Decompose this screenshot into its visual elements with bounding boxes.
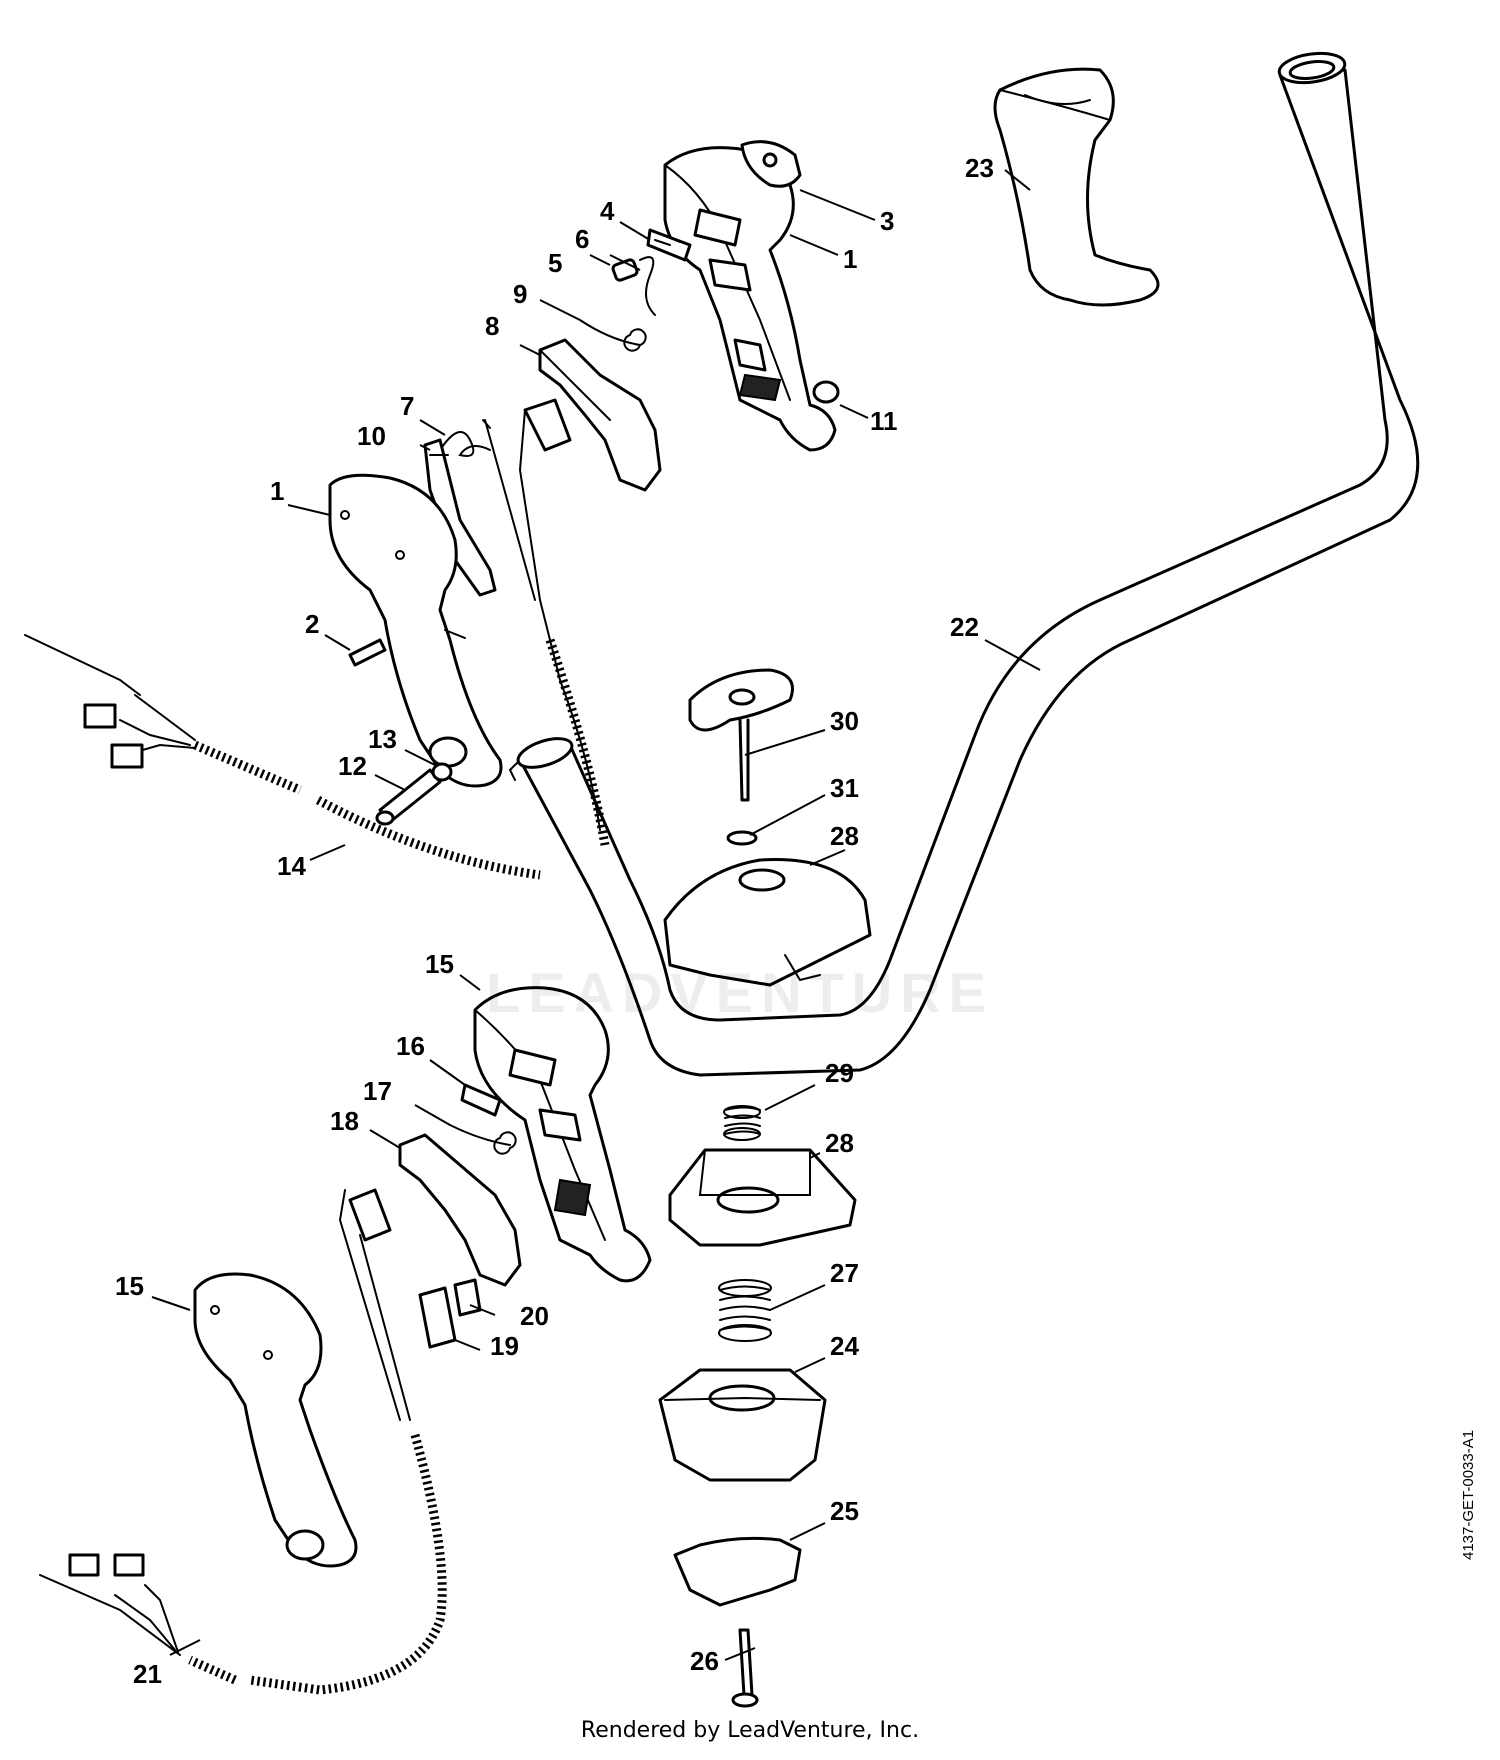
- torsion-spring-lower: [449, 1124, 517, 1155]
- callout-1-left: 1: [270, 476, 284, 506]
- callout-7: 7: [400, 391, 414, 421]
- callout-2: 2: [305, 609, 319, 639]
- document-number: 4137-GET-0033-A1: [1460, 1429, 1477, 1560]
- contact-springs: [639, 228, 692, 316]
- wiring-harness-upper: [24, 398, 610, 880]
- footer-credit: Rendered by LeadVenture, Inc.: [580, 1718, 920, 1743]
- callout-18: 18: [330, 1106, 359, 1136]
- callout-1-upper: 1: [843, 244, 857, 274]
- callout-31: 31: [830, 773, 859, 803]
- callout-13: 13: [368, 724, 397, 754]
- lower-handle-housing: [473, 986, 652, 1283]
- callout-16: 16: [396, 1031, 425, 1061]
- callout-12: 12: [338, 751, 367, 781]
- callout-25: 25: [830, 1496, 859, 1526]
- callout-22: 22: [950, 612, 979, 642]
- screw-26: [731, 1628, 759, 1708]
- callout-28-upper: 28: [830, 821, 859, 851]
- callout-5: 5: [548, 248, 562, 278]
- clamp-base: [658, 1368, 827, 1482]
- clamp-middle: [668, 1148, 857, 1247]
- washer-31: [726, 830, 758, 846]
- leader-lines: [151, 169, 1041, 1661]
- contact-20: [453, 1278, 482, 1317]
- callout-21: 21: [133, 1659, 162, 1689]
- callout-17: 17: [363, 1076, 392, 1106]
- trigger-spring: [439, 419, 491, 457]
- callout-26: 26: [690, 1646, 719, 1676]
- washer-13: [431, 762, 453, 782]
- callout-15-lower: 15: [115, 1271, 144, 1301]
- interlock-lever: [538, 338, 662, 492]
- handle-shell-upper: [328, 473, 503, 788]
- torsion-spring: [579, 319, 647, 352]
- handle-shell-lower: [193, 1272, 358, 1568]
- callout-8: 8: [485, 311, 499, 341]
- interlock-lever-lower: [398, 1133, 522, 1287]
- callout-labels: 23 3 1 4 6 5 9 8 11 7 10 1 2 13 12 14 22…: [115, 153, 994, 1689]
- contact-19: [418, 1286, 457, 1349]
- callout-28-lower: 28: [825, 1128, 854, 1158]
- callout-23: 23: [965, 153, 994, 183]
- nut: [812, 380, 840, 404]
- callout-27: 27: [830, 1258, 859, 1288]
- callout-4: 4: [600, 196, 615, 226]
- callout-15-upper: 15: [425, 949, 454, 979]
- wiring-harness-lower: [39, 1188, 447, 1695]
- callout-10: 10: [357, 421, 386, 451]
- spring-29: [723, 1105, 761, 1141]
- callout-30: 30: [830, 706, 859, 736]
- clamp-insert: [673, 1536, 802, 1607]
- screw-12: [375, 768, 442, 826]
- screw-2: [348, 638, 387, 667]
- callout-29: 29: [825, 1058, 854, 1088]
- contact-spring-lower: [460, 1083, 502, 1117]
- spring-27: [718, 1279, 772, 1342]
- handle-grip: [993, 67, 1160, 307]
- watermark: LEADVENTURE: [485, 961, 995, 1024]
- callout-9: 9: [513, 279, 527, 309]
- switch-knob: [740, 140, 802, 188]
- callout-11: 11: [870, 406, 898, 436]
- handlebar-tube: [508, 51, 1420, 1077]
- wing-screw: [688, 668, 794, 802]
- callout-20: 20: [520, 1301, 549, 1331]
- callout-6: 6: [575, 224, 589, 254]
- callout-3: 3: [880, 206, 894, 236]
- clamp-top: [663, 858, 872, 987]
- callout-24: 24: [830, 1331, 859, 1361]
- callout-19: 19: [490, 1331, 519, 1361]
- callout-14: 14: [277, 851, 306, 881]
